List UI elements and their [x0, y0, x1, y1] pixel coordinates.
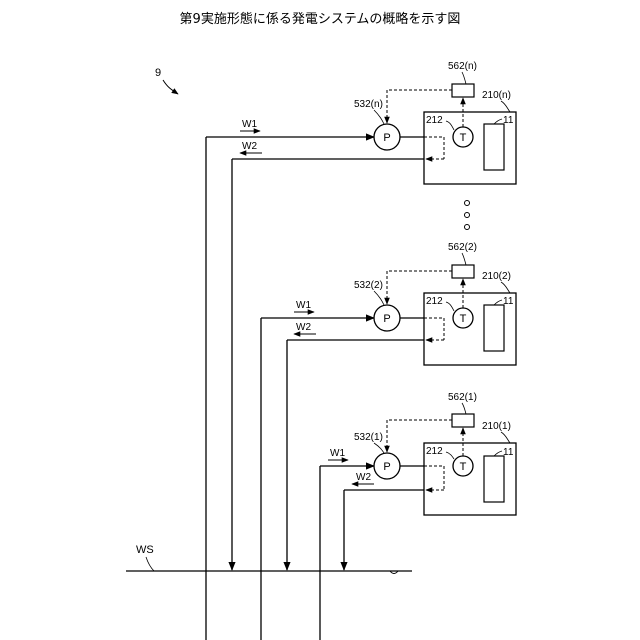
flow-out-label-n: W1	[242, 119, 257, 130]
pump-ref-label-1: 532(1)	[354, 432, 383, 443]
pump-ref-label-n: 532(n)	[354, 99, 383, 110]
controller-ref-label-n: 562(n)	[448, 61, 477, 72]
module-ref-label-1: 210(1)	[482, 421, 511, 432]
sensor-label-1: T	[460, 461, 467, 473]
element-ref-leader-2	[494, 300, 502, 305]
element-ref-leader-n	[494, 119, 502, 124]
flow-return-label-1: W2	[356, 472, 371, 483]
controller-ref-label-1: 562(1)	[448, 392, 477, 403]
sensor-label-2: T	[460, 313, 467, 325]
sensor-ref-leader-1	[446, 452, 454, 459]
module-ref-label-2: 210(2)	[482, 271, 511, 282]
sensor-ref-label-2: 212	[426, 296, 443, 307]
element-ref-label-n: 11	[503, 115, 514, 126]
module-ref-leader-2	[501, 282, 510, 293]
pump-ref-leader-1	[374, 443, 384, 453]
sensor-label-n: T	[460, 132, 467, 144]
controller-ref-leader-2	[462, 253, 466, 265]
element-ref-label-2: 11	[503, 296, 514, 307]
module-ref-leader-n	[501, 101, 510, 112]
flow-out-label-2: W1	[296, 300, 311, 311]
water-source-label: WS	[136, 544, 154, 556]
pump-ref-label-2: 532(2)	[354, 280, 383, 291]
sensor-ref-label-1: 212	[426, 446, 443, 457]
module-ref-leader-1	[501, 432, 510, 443]
element-ref-leader-1	[494, 451, 502, 456]
generating-element-2	[484, 305, 504, 351]
flow-return-label-2: W2	[296, 322, 311, 333]
sensor-ref-label-n: 212	[426, 115, 443, 126]
controller-ref-label-2: 562(2)	[448, 242, 477, 253]
sensor-ref-leader-2	[446, 302, 454, 311]
pump-label-n: P	[383, 132, 390, 144]
flow-return-label-n: W2	[242, 141, 257, 152]
unit-2: W1 W2 P 532(2) 210(2) T 212 11 562(2)	[261, 242, 516, 640]
unit-1: W1 W2 P 532(1) 210(1) T 212 11 562(1)	[320, 392, 516, 640]
module-ref-label-n: 210(n)	[482, 90, 511, 101]
pump-label-2: P	[383, 313, 390, 325]
system-ref-arrow	[163, 80, 178, 94]
flow-out-label-1: W1	[330, 448, 345, 459]
water-source-leader	[146, 557, 154, 571]
controller-1	[452, 414, 474, 427]
generating-element-n	[484, 124, 504, 170]
sensor-ref-leader-n	[446, 121, 454, 130]
generating-element-1	[484, 456, 504, 502]
element-ref-label-1: 11	[503, 447, 514, 458]
unit-n: W1 W2 P 532(n) 210(n) T 212 11 562(n)	[206, 61, 516, 640]
controller-2	[452, 265, 474, 278]
controller-n	[452, 84, 474, 97]
system-ref-label: 9	[155, 67, 161, 79]
pump-ref-leader-2	[374, 291, 384, 305]
controller-ref-leader-n	[462, 72, 466, 84]
pump-ref-leader-n	[374, 110, 384, 124]
controller-ref-leader-1	[462, 403, 466, 414]
pump-label-1: P	[383, 461, 390, 473]
continuation-dots	[465, 201, 470, 230]
